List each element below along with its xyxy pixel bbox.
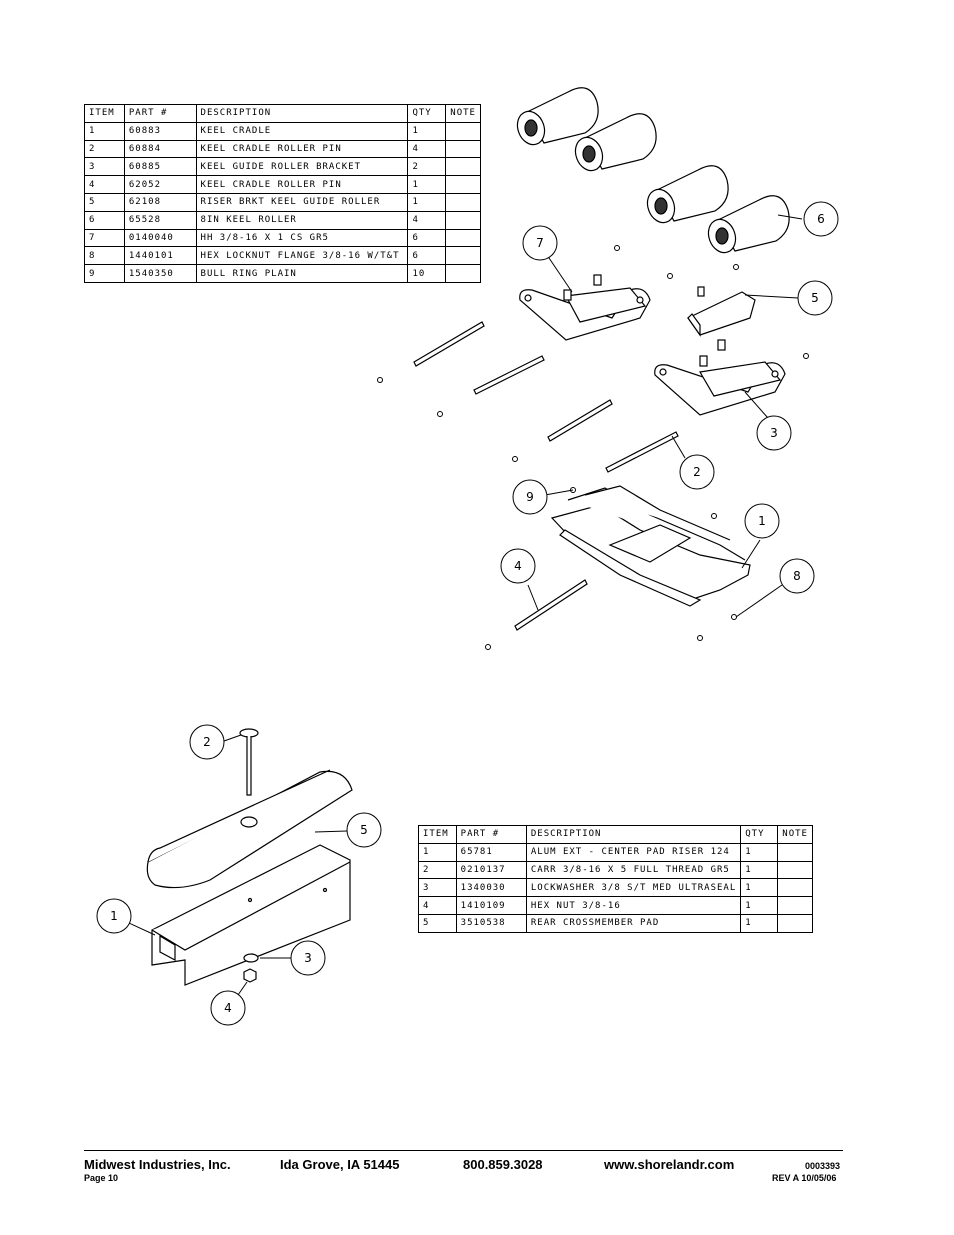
keel-roller-drawing: [707, 195, 790, 254]
carriage-bolt-drawing: [239, 728, 259, 796]
center-pad-exploded-diagram: 2 5 1 3 4: [96, 724, 382, 1026]
footer-page-number: Page 10: [84, 1173, 119, 1183]
table-cell: 7: [84, 228, 125, 248]
balloon-label: 4: [514, 559, 522, 573]
keel-cradle-drawing: [550, 485, 751, 607]
footer-doc-number: 0003393: [805, 1161, 841, 1171]
balloon-label: 5: [811, 291, 819, 305]
balloon-label: 6: [817, 212, 825, 226]
table-cell: 3510538: [455, 913, 527, 933]
footer-divider: [84, 1150, 843, 1151]
alum-extrusion-drawing: [151, 844, 351, 986]
balloon-label: 2: [693, 465, 701, 479]
footer-company: Midwest Industries, Inc.: [84, 1157, 231, 1172]
bull-ring-hardware-drawing: [377, 245, 809, 650]
footer-city: Ida Grove, IA 51445: [280, 1157, 400, 1172]
table-cell: [445, 264, 481, 283]
roller-pins-drawing: [413, 321, 679, 631]
balloon-label: 7: [536, 236, 544, 250]
lockwasher-drawing: [243, 953, 259, 963]
riser-bracket-drawing: [687, 286, 756, 337]
balloon-label: 3: [304, 951, 312, 965]
keel-roller-drawing: [516, 87, 599, 146]
keel-roller-drawing: [646, 165, 729, 224]
footer-phone: 800.859.3028: [463, 1157, 543, 1172]
table-cell: BULL RING PLAIN: [195, 264, 409, 283]
roller-bracket-drawing: [519, 274, 651, 341]
table-cell: 1: [740, 860, 779, 880]
hex-nut-drawing: [243, 968, 257, 983]
table-cell: 10: [407, 264, 447, 283]
table-cell: [777, 913, 813, 933]
balloon-label: 8: [793, 569, 801, 583]
balloon-label: 3: [770, 426, 778, 440]
balloon-label: 1: [758, 514, 766, 528]
balloon-label: 1: [110, 909, 118, 923]
footer-website: www.shorelandr.com: [604, 1157, 735, 1172]
footer-revision: REV A 10/05/06: [772, 1173, 837, 1183]
balloon-label: 2: [203, 735, 211, 749]
crossmember-pad-drawing: [146, 769, 353, 889]
balloon-label: 5: [360, 823, 368, 837]
table-cell: 1: [740, 913, 779, 933]
roller-bracket-drawing: [654, 339, 786, 416]
table-cell: 9: [84, 264, 125, 283]
table-cell: REAR CROSSMEMBER PAD: [525, 913, 742, 933]
balloon-label: 4: [224, 1001, 232, 1015]
keel-roller-drawing: [574, 113, 657, 172]
keel-cradle-exploded-diagram: 7 6 5 3 2 9 1 4 8: [377, 87, 839, 650]
balloon-label: 9: [526, 490, 534, 504]
